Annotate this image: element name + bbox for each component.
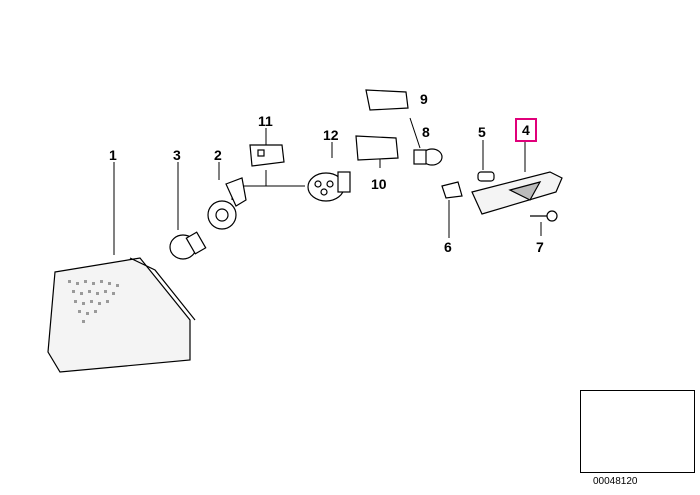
vehicle-location-inset: [580, 390, 695, 473]
connector-11: [249, 144, 285, 167]
part-11-label[interactable]: 11: [258, 113, 273, 129]
screw-7: [530, 210, 558, 222]
plug-10: [355, 135, 399, 161]
bulb-socket-2: [207, 177, 247, 230]
part-2-label[interactable]: 2: [214, 147, 222, 163]
bulb-5: [477, 171, 495, 182]
part-4-label[interactable]: 4: [515, 118, 537, 142]
part-6-label[interactable]: 6: [444, 239, 452, 255]
bulb-3: [169, 231, 207, 260]
diagram-code: 00048120: [593, 476, 638, 487]
corner-light-housing: [47, 257, 196, 373]
part-10-label[interactable]: 10: [371, 176, 387, 192]
part-3-label[interactable]: 3: [173, 147, 181, 163]
part-7-label[interactable]: 7: [536, 239, 544, 255]
socket-12: [307, 171, 351, 202]
bulb-8: [413, 148, 443, 166]
part-5-label[interactable]: 5: [478, 124, 486, 140]
part-1-label[interactable]: 1: [109, 147, 117, 163]
part-12-label[interactable]: 12: [323, 127, 339, 143]
clip-6: [441, 181, 463, 199]
part-9-label[interactable]: 9: [420, 91, 428, 107]
side-marker-light-4: [471, 171, 563, 215]
plug-9: [365, 89, 409, 111]
part-8-label[interactable]: 8: [422, 124, 430, 140]
